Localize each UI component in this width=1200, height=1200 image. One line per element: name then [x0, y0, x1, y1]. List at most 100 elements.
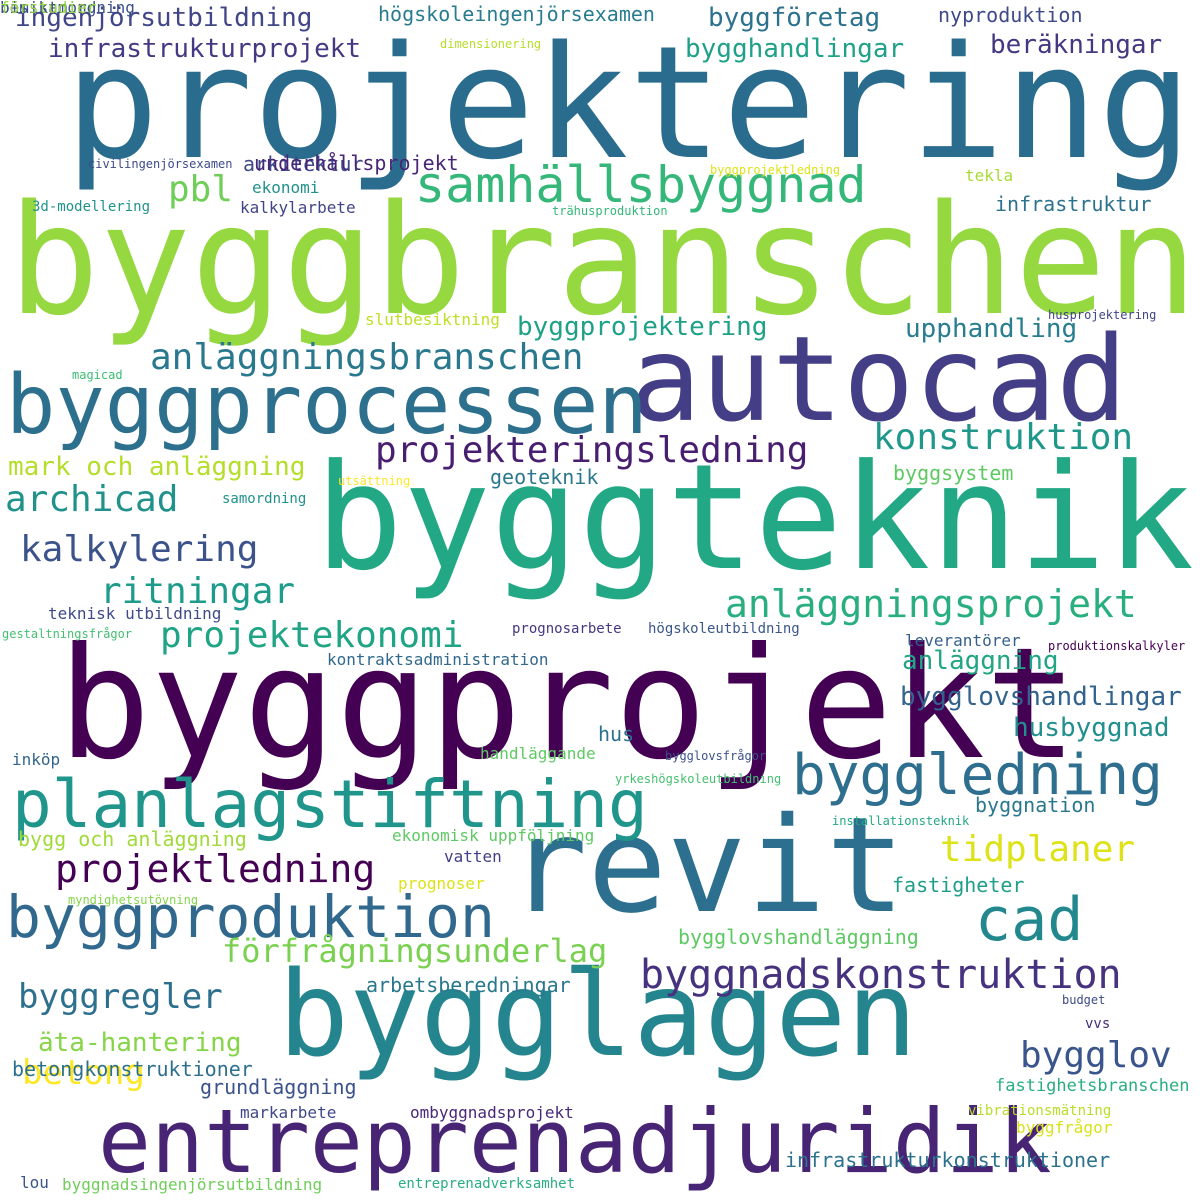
cloud-word: teknisk utbildning — [48, 604, 222, 623]
cloud-word: byggprojektledning — [710, 163, 841, 177]
cloud-word: handläggande — [480, 744, 596, 763]
cloud-word: ritningar — [100, 571, 296, 612]
cloud-word: högskoleutbildning — [648, 621, 800, 637]
cloud-word: yrkeshögskoleutbildning — [615, 772, 782, 786]
cloud-word: projektering — [65, 12, 1193, 194]
cloud-word: vatten — [444, 847, 502, 866]
cloud-word: hus — [598, 722, 635, 746]
cloud-word: kalkylering — [20, 529, 259, 570]
cloud-word: kalkylarbete — [240, 198, 356, 217]
cloud-word: leverantörer — [905, 631, 1021, 650]
cloud-word: cad — [975, 885, 1084, 955]
cloud-word: bygg och anläggning — [18, 827, 247, 851]
cloud-word: byggproduktion — [6, 883, 495, 951]
cloud-word: bygglovshandläggning — [678, 925, 919, 949]
cloud-word: civilingenjörsexamen — [88, 157, 233, 171]
cloud-word: vvs — [1085, 1016, 1111, 1032]
cloud-word: byggbranschen — [8, 172, 1198, 349]
cloud-word: byggsystem — [893, 461, 1014, 485]
cloud-word: husbyggnad — [1013, 713, 1170, 743]
cloud-word: byggnadskonstruktion — [640, 952, 1122, 998]
cloud-word: entreprenadverksamhet — [398, 1176, 576, 1192]
cloud-word: gestaltningsfrågor — [2, 627, 133, 641]
cloud-word: högskoleingenjörsexamen — [378, 2, 655, 26]
cloud-word: anläggningsprojekt — [725, 582, 1137, 626]
cloud-word: revit — [508, 789, 906, 943]
cloud-word: byggledning — [792, 743, 1163, 808]
cloud-word: ombyggnadsprojekt — [410, 1103, 574, 1122]
cloud-word: projekteringsledning — [375, 430, 809, 471]
cloud-word: fastigheter — [892, 873, 1025, 897]
cloud-word: planlagstiftning — [12, 766, 648, 843]
cloud-word: byggfrågor — [1016, 1118, 1113, 1137]
cloud-word: arbetsberedningar — [366, 973, 571, 997]
cloud-word: bim-samordning — [0, 0, 135, 17]
cloud-word: underhållsprojekt — [254, 151, 459, 175]
cloud-word: entreprenadjuridik — [98, 1090, 1052, 1193]
cloud-word: anläggning — [902, 646, 1059, 676]
cloud-word: trähusproduktion — [552, 204, 668, 218]
cloud-word: arkitektur — [243, 152, 364, 176]
cloud-word: utsättning — [338, 474, 411, 488]
cloud-word: byggprojekt — [58, 615, 1078, 794]
cloud-word: dimensionering — [440, 37, 542, 51]
cloud-word: äta-hantering — [38, 1028, 242, 1058]
cloud-word: autocad — [630, 310, 1128, 448]
cloud-word: kontraktsadministration — [327, 650, 549, 669]
cloud-word: vibrationsmätning — [968, 1103, 1112, 1119]
cloud-word: byggprojektering — [517, 312, 768, 342]
cloud-word: ekonomi — [252, 178, 320, 197]
cloud-word: pbl — [168, 169, 234, 210]
cloud-word: geoteknik — [490, 465, 599, 489]
cloud-word: projektekonomi — [160, 615, 464, 656]
cloud-word: byggteknik — [315, 433, 1194, 603]
cloud-word: nyproduktion — [938, 3, 1083, 27]
cloud-word: byggföretag — [708, 3, 881, 33]
cloud-word: byggnation — [975, 793, 1096, 817]
cloud-word: förstudier — [0, 0, 97, 17]
cloud-word: upphandling — [905, 314, 1078, 344]
cloud-word: grundläggning — [200, 1075, 357, 1099]
cloud-word: bygghandlingar — [685, 34, 905, 64]
cloud-word: betong — [22, 1053, 145, 1093]
cloud-word: installationsteknik — [832, 814, 970, 828]
cloud-word: ekonomisk uppföljning — [392, 826, 595, 845]
cloud-word: bygglovsfrågor — [665, 749, 767, 763]
cloud-word: byggregler — [18, 977, 223, 1017]
cloud-word: tidplaner — [940, 829, 1136, 870]
cloud-word: markarbete — [240, 1103, 337, 1122]
cloud-word: prognoser — [398, 874, 485, 893]
cloud-word: anläggningsbranschen — [150, 337, 584, 378]
cloud-word: lou — [20, 1173, 49, 1192]
cloud-word: samhällsbyggnad — [415, 156, 867, 214]
cloud-word: husprojektering — [1048, 308, 1157, 322]
cloud-word: byggprocessen — [6, 358, 648, 453]
cloud-word: 3d-modellering — [32, 199, 151, 215]
cloud-word: produktionskalkyler — [1048, 639, 1186, 653]
cloud-word: inköp — [12, 750, 61, 769]
cloud-word: archicad — [5, 479, 179, 520]
cloud-word: budget — [1062, 993, 1106, 1007]
cloud-word: beräkningar — [990, 30, 1163, 60]
cloud-word: fastighetsbranschen — [995, 1076, 1190, 1096]
cloud-word: prognosarbete — [512, 621, 622, 637]
cloud-word: förfrågningsunderlag — [222, 932, 608, 970]
cloud-word: besiktning — [0, 0, 97, 17]
cloud-word: projektledning — [55, 847, 376, 891]
cloud-word: tekla — [965, 166, 1014, 185]
cloud-word: konstruktion — [873, 417, 1134, 458]
cloud-word: bygglov — [1020, 1035, 1172, 1076]
cloud-word: samordning — [222, 491, 307, 507]
cloud-word: myndighetsutövning — [68, 893, 199, 907]
cloud-word: mark och anläggning — [8, 452, 306, 482]
cloud-word: infrastrukturprojekt — [48, 34, 362, 64]
cloud-word: betongkonstruktioner — [12, 1057, 253, 1081]
cloud-word: ingenjörsutbildning — [15, 3, 313, 33]
cloud-word: bygglovshandlingar — [900, 682, 1182, 712]
cloud-word: bygglagen — [278, 945, 918, 1083]
cloud-word: infrastrukturkonstruktioner — [785, 1148, 1111, 1172]
cloud-word: infrastruktur — [995, 192, 1152, 216]
cloud-word: byggnadsingenjörsutbildning — [62, 1175, 323, 1194]
cloud-word: magicad — [72, 368, 123, 382]
